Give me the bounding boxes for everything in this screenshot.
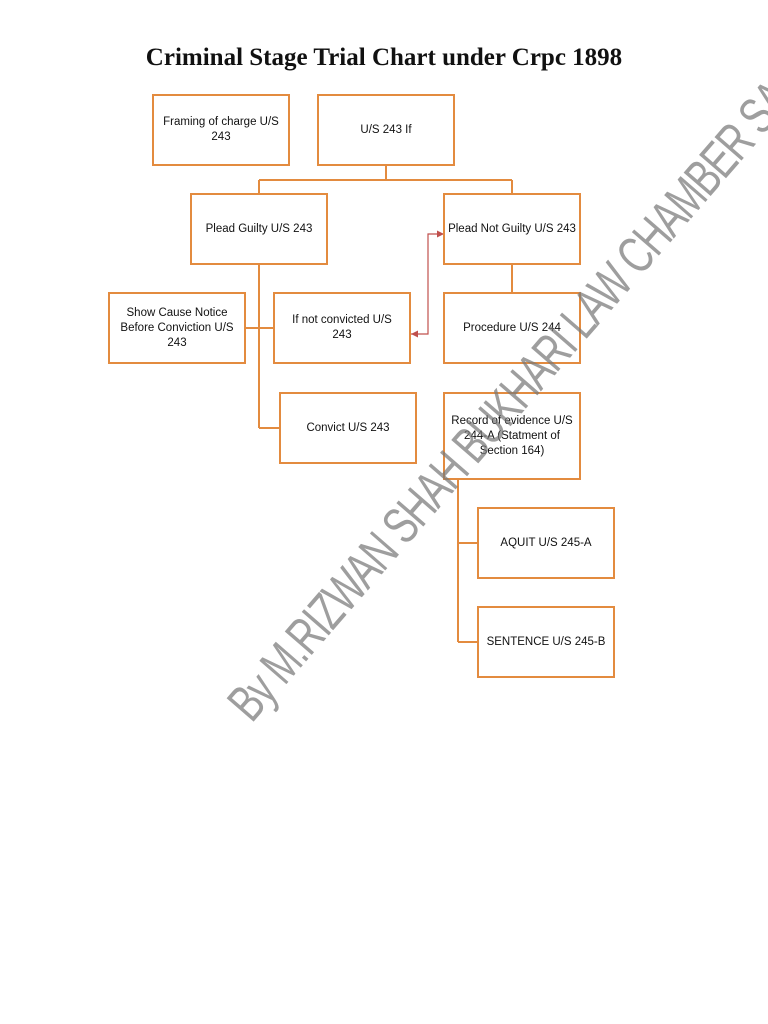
node-convict: Convict U/S 243 [279,392,417,464]
node-if-not-convicted: If not convicted U/S 243 [273,292,411,364]
node-show-cause-notice: Show Cause Notice Before Conviction U/S … [108,292,246,364]
node-plead-not-guilty: Plead Not Guilty U/S 243 [443,193,581,265]
node-procedure: Procedure U/S 244 [443,292,581,364]
node-framing-of-charge: Framing of charge U/S 243 [152,94,290,166]
arrowhead-right [437,230,444,238]
node-aquit: AQUIT U/S 245-A [477,507,615,579]
node-sentence: SENTENCE U/S 245-B [477,606,615,678]
arrowhead-left [411,330,418,338]
node-record-of-evidence: Record of evidence U/S 244-A (Statment o… [443,392,581,480]
node-plead-guilty: Plead Guilty U/S 243 [190,193,328,265]
arrow-not-guilty-if-not-convicted [411,233,444,335]
chart-title: Criminal Stage Trial Chart under Crpc 18… [145,44,623,71]
node-us243-if: U/S 243 If [317,94,455,166]
